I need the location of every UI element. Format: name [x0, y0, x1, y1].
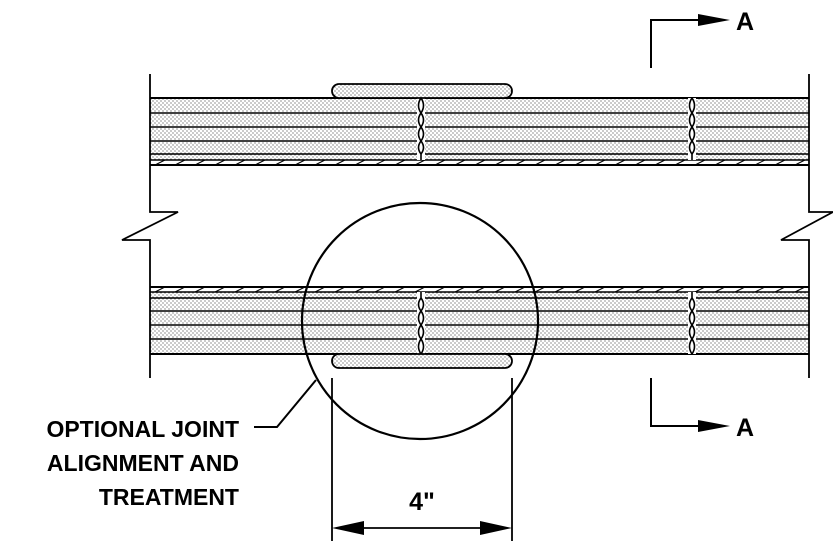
bottom-wall-joint-right [688, 292, 696, 355]
section-marker-top [650, 14, 730, 68]
callout-text-line1: OPTIONAL JOINT [46, 416, 239, 442]
detail-circle [300, 201, 540, 441]
dimension-label: 4" [409, 488, 435, 516]
top-wall-joint-left [417, 97, 425, 160]
callout-text-line2: ALIGNMENT AND [47, 450, 239, 476]
bottom-wall-overlay-wrap [331, 353, 513, 369]
callout-text-line3: TREATMENT [99, 484, 239, 510]
top-wall [150, 83, 809, 166]
callout-leader-line [254, 379, 317, 428]
bottom-wall [150, 286, 809, 369]
bottom-wall-joint-left [417, 292, 425, 355]
section-marker-bottom [650, 378, 730, 432]
section-marker-top-label: A [736, 8, 754, 36]
top-wall-layer-lines [150, 97, 809, 166]
top-wall-overlay-wrap [331, 83, 513, 99]
section-marker-bottom-label: A [736, 414, 754, 442]
bottom-wall-liner-hatch [154, 286, 806, 293]
top-wall-joint-right [688, 97, 696, 160]
dimension-arrow-left [332, 521, 364, 535]
right-break-line [780, 74, 833, 378]
bottom-wall-layer-lines [150, 286, 809, 355]
dimension-lines [331, 378, 513, 541]
top-wall-liner-hatch [154, 159, 806, 166]
dimension-arrow-right [480, 521, 512, 535]
left-break-line [121, 74, 179, 378]
